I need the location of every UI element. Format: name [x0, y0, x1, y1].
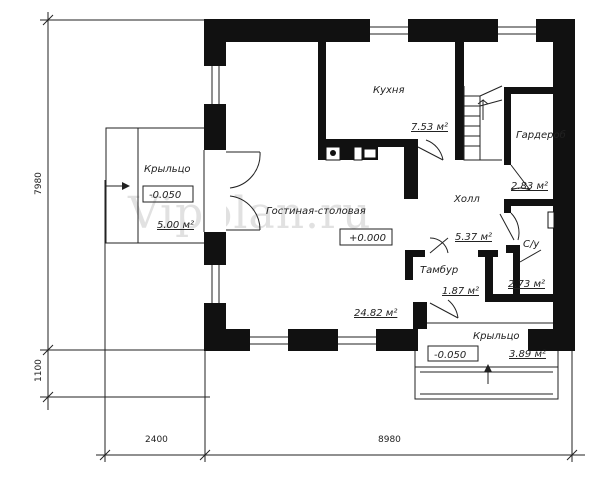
living-area: 24.82 м²	[354, 308, 397, 319]
dim-width-porch: 2400	[145, 435, 168, 445]
windows	[203, 19, 536, 351]
entrance-door-left	[226, 151, 261, 231]
level-box-porch-left	[142, 185, 194, 203]
interior-walls	[318, 42, 553, 329]
porch-bottom-level: -0.050	[434, 350, 466, 361]
porch-left-label: Крыльцо	[144, 164, 191, 175]
kitchen-label: Кухня	[373, 85, 405, 96]
porch-left-area: 5.00 м²	[157, 220, 194, 231]
hall-area-2: 5.37 м²	[455, 232, 492, 243]
vestibule-label: Тамбур	[420, 264, 458, 276]
dimension-lines	[40, 12, 585, 462]
porch-bottom-label: Крыльцо	[473, 331, 520, 342]
dim-width-main: 8980	[378, 435, 401, 445]
interior-doors	[417, 139, 542, 319]
living-level: +0.000	[349, 233, 386, 244]
porch-left-level: -0.050	[149, 190, 181, 201]
vestibule-area: 1.87 м²	[442, 286, 479, 297]
kitchen-area: 7.53 м²	[411, 122, 448, 133]
level-box-porch-bottom	[427, 345, 479, 362]
porch-bottom-area: 3.89 м²	[509, 349, 546, 360]
dressing-label: Гардероб	[516, 129, 566, 141]
level-box-living	[339, 228, 393, 246]
staircase	[463, 85, 503, 161]
hall-label: Холл	[453, 194, 480, 205]
wc-label: С/у	[523, 239, 540, 250]
dim-height-main: 7980	[34, 172, 44, 195]
kitchen-appliances	[325, 146, 555, 229]
dim-height-porch: 1100	[34, 359, 44, 382]
living-label: Гостиная-столовая	[266, 206, 366, 217]
porch-bottom	[414, 322, 559, 400]
hall-area: 2.83 м²	[511, 181, 548, 192]
wc-area: 2.73 м²	[508, 279, 545, 290]
